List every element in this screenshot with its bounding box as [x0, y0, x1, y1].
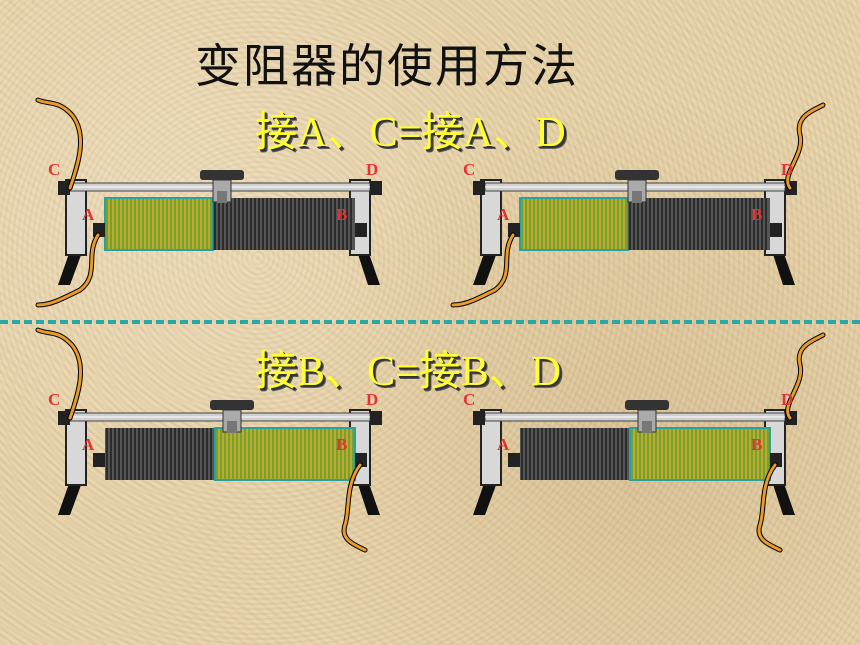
- wire-c: [36, 328, 83, 420]
- terminal-d-screw: [370, 411, 382, 425]
- terminal-b-label: B: [336, 205, 348, 224]
- slider-contact: [632, 191, 642, 203]
- slider-knob: [615, 170, 659, 180]
- terminal-c-label: C: [48, 390, 61, 409]
- active-coil-segment: [214, 427, 356, 481]
- active-coil-segment: [519, 197, 629, 251]
- rheostat-drawing: [473, 332, 826, 553]
- wire-d: [786, 333, 825, 420]
- left-end-plate: [480, 409, 502, 486]
- active-coil-segment: [104, 197, 214, 251]
- row1-caption: 接A、C=接A、D: [255, 110, 566, 156]
- terminal-a-screw: [508, 453, 520, 467]
- rheostat-panel-ac: C D A B: [30, 95, 420, 335]
- page-title: 变阻器的使用方法: [195, 39, 579, 93]
- wire-c: [36, 98, 83, 190]
- inactive-coil-segment: [520, 428, 630, 480]
- slider-contact: [227, 421, 237, 433]
- wire-d: [786, 103, 825, 190]
- rheostat-panel-bd: C D A B: [445, 325, 835, 565]
- terminal-a-label: A: [497, 435, 510, 454]
- terminal-c-label: C: [463, 160, 476, 179]
- terminal-b-screw: [770, 223, 782, 237]
- active-coil-segment: [629, 427, 771, 481]
- divider-line: [0, 320, 860, 324]
- rheostat-panel-bc: C D A B: [30, 325, 420, 565]
- terminal-b-label: B: [336, 435, 348, 454]
- terminal-b-label: B: [751, 205, 763, 224]
- wire-a: [451, 233, 515, 307]
- terminal-a-label: A: [82, 205, 95, 224]
- terminal-a-label: A: [82, 435, 95, 454]
- terminal-d-label: D: [366, 160, 379, 179]
- left-end-plate: [65, 409, 87, 486]
- slider-knob: [210, 400, 254, 410]
- rheostat-panel-ad: C D A B: [445, 95, 835, 335]
- rheostat-drawing: [35, 327, 382, 553]
- slider-contact: [642, 421, 652, 433]
- terminal-d-label: D: [781, 390, 794, 409]
- inactive-coil-segment: [105, 428, 215, 480]
- left-end-plate: [65, 179, 87, 256]
- terminal-d-label: D: [781, 160, 794, 179]
- rheostat-drawing: [450, 102, 826, 308]
- terminal-d-label: D: [366, 390, 379, 409]
- inactive-coil-segment: [628, 198, 770, 250]
- wire-b: [757, 463, 782, 552]
- terminal-b-screw: [355, 223, 367, 237]
- slider-contact: [217, 191, 227, 203]
- terminal-b-label: B: [751, 435, 763, 454]
- left-end-plate: [480, 179, 502, 256]
- wire-a: [36, 233, 100, 307]
- terminal-a-screw: [93, 453, 105, 467]
- terminal-c-screw: [58, 411, 70, 425]
- terminal-d-screw: [370, 181, 382, 195]
- terminal-c-screw: [473, 181, 485, 195]
- slider-knob: [625, 400, 669, 410]
- terminal-c-screw: [58, 181, 70, 195]
- terminal-c-label: C: [48, 160, 61, 179]
- terminal-c-screw: [473, 411, 485, 425]
- slider-knob: [200, 170, 244, 180]
- rheostat-drawing: [35, 97, 382, 308]
- wire-b: [342, 463, 367, 552]
- inactive-coil-segment: [213, 198, 355, 250]
- row2-caption: 接B、C=接B、D: [255, 349, 562, 395]
- terminal-a-label: A: [497, 205, 510, 224]
- terminal-c-label: C: [463, 390, 476, 409]
